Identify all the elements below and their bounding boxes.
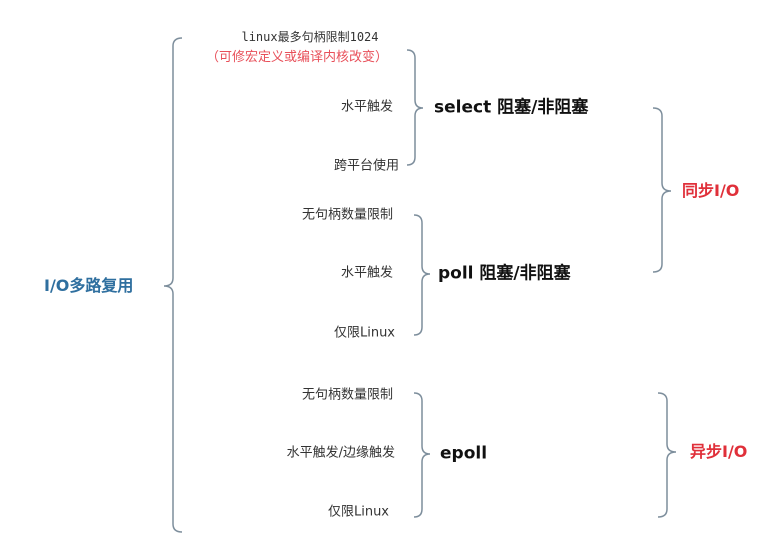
select-brace bbox=[406, 49, 424, 166]
poll-feature-linux-only: 仅限Linux bbox=[333, 325, 395, 341]
root-label: I/O多路复用 bbox=[44, 276, 134, 295]
select-feature-level-trigger: 水平触发 bbox=[340, 99, 393, 115]
poll-method-label: poll 阻塞/非阻塞 bbox=[438, 263, 571, 284]
poll-feature-no-limit: 无句柄数量限制 bbox=[301, 207, 393, 223]
epoll-method-label: epoll bbox=[440, 443, 488, 464]
async-io-label: 异步I/O bbox=[690, 442, 748, 461]
poll-feature-level-trigger: 水平触发 bbox=[340, 265, 393, 281]
poll-brace bbox=[413, 214, 431, 336]
sync-brace bbox=[652, 107, 672, 273]
sync-io-label: 同步I/O bbox=[682, 181, 740, 200]
select-feature-note: （可修宏定义或编译内核改变） bbox=[205, 50, 388, 65]
select-method-label: select 阻塞/非阻塞 bbox=[434, 97, 589, 118]
epoll-feature-trigger: 水平触发/边缘触发 bbox=[286, 445, 395, 461]
root-brace bbox=[163, 37, 183, 533]
async-brace bbox=[657, 392, 677, 518]
epoll-brace bbox=[413, 392, 431, 518]
select-feature-cross-platform: 跨平台使用 bbox=[333, 158, 399, 174]
select-feature-handle-limit: linux最多句柄限制1024 bbox=[241, 30, 379, 44]
epoll-feature-linux-only: 仅限Linux bbox=[327, 504, 389, 520]
epoll-feature-no-limit: 无句柄数量限制 bbox=[301, 387, 393, 403]
